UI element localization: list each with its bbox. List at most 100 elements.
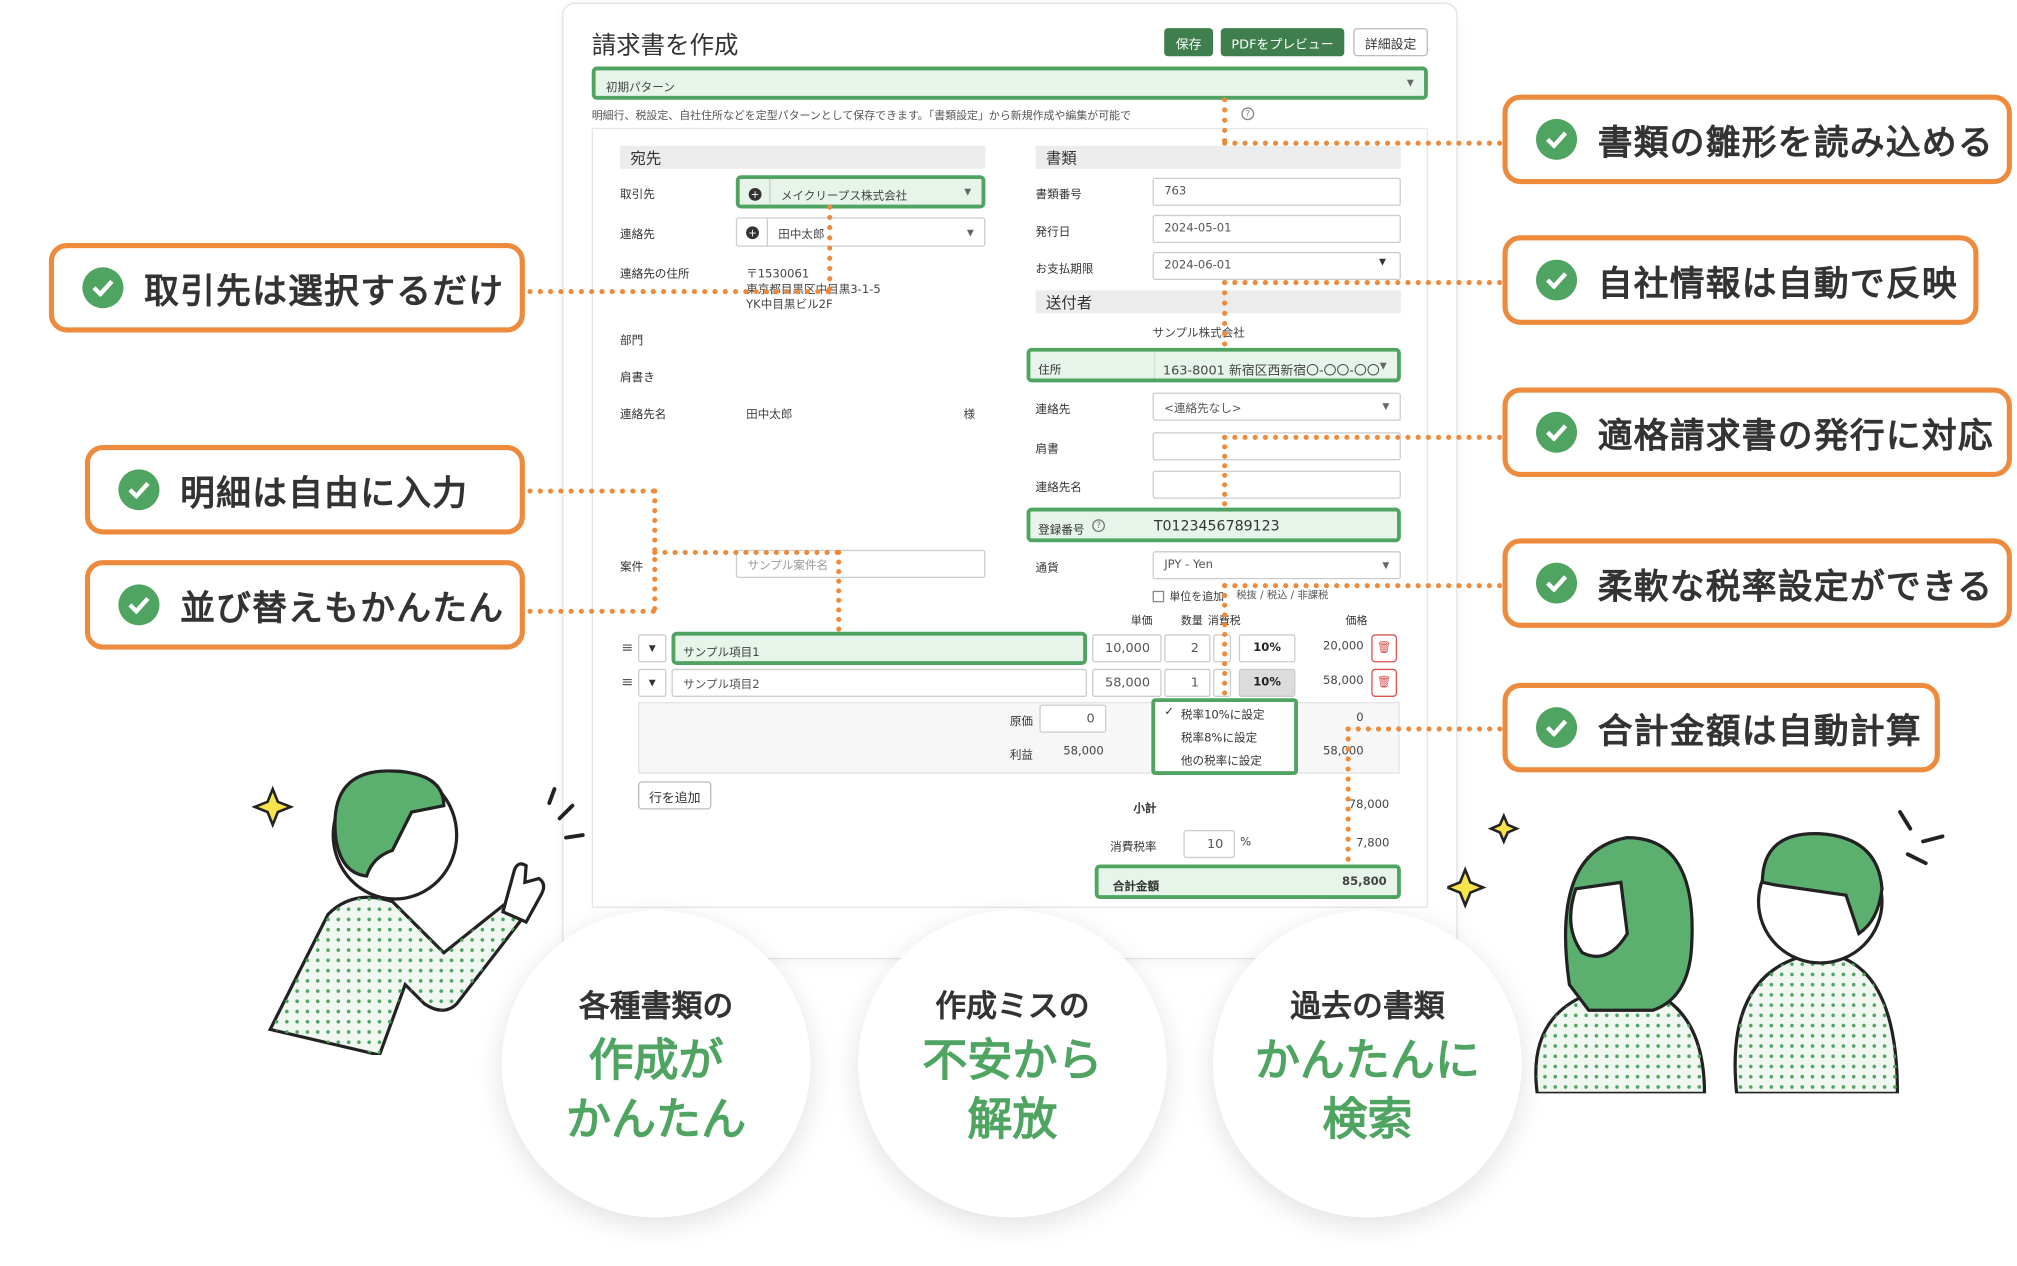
cost-input[interactable]: 0 xyxy=(1039,704,1107,733)
connector-line xyxy=(1222,97,1228,144)
item-unit-price[interactable]: 58,000 xyxy=(1092,668,1162,697)
tax-mode-text: 税抜 / 税込 / 非課税 xyxy=(1236,589,1329,602)
add-client-icon[interactable]: + xyxy=(748,187,762,201)
row-menu-button[interactable]: ▼ xyxy=(638,634,667,663)
pdf-preview-button[interactable]: PDFをプレビュー xyxy=(1220,28,1345,57)
sender-address-select[interactable]: 住所 163-8001 新宿区西新宿〇-〇〇-〇〇 ▼ xyxy=(1026,347,1401,383)
item-unit-price[interactable]: 10,000 xyxy=(1092,634,1162,663)
delete-row-icon[interactable]: 🗑 xyxy=(1371,668,1398,697)
callout-qualified-invoice: 適格請求書の発行に対応 xyxy=(1502,387,2012,477)
check-circle-icon xyxy=(1535,411,1578,453)
chevron-down-icon[interactable]: ▼ xyxy=(1379,257,1386,268)
callout-tax-rate: 柔軟な税率設定ができる xyxy=(1502,538,2012,628)
total-field: 合計金額 85,800 xyxy=(1094,864,1401,899)
add-row-button[interactable]: 行を追加 xyxy=(638,781,712,810)
subtotal-value: 78,000 xyxy=(1348,799,1390,813)
drag-handle-icon[interactable]: ≡ xyxy=(621,639,634,657)
sender-contact-select[interactable]: <連絡先なし> ▼ xyxy=(1152,392,1401,421)
item-price: 20,000 xyxy=(1323,640,1364,654)
check-circle-icon xyxy=(1535,118,1578,160)
chevron-down-icon: ▼ xyxy=(1379,359,1387,371)
tax-menu-item[interactable]: 他の税率に設定 xyxy=(1180,755,1262,768)
detail-right-value1: 0 xyxy=(1356,712,1364,726)
registration-value: T0123456789123 xyxy=(1153,517,1280,535)
chevron-down-icon: ▼ xyxy=(966,226,974,238)
person-pointing-illustration xyxy=(251,769,585,1056)
item-name-input[interactable]: サンプル項目1 xyxy=(671,631,1088,665)
add-contact-icon[interactable]: + xyxy=(746,226,759,240)
item-tax-select[interactable]: 10% xyxy=(1238,668,1296,697)
col-unit-price: 単価 xyxy=(1130,615,1153,628)
two-people-illustration xyxy=(1447,810,1945,1094)
unit-checkbox-label: 単位を追加 xyxy=(1169,590,1225,604)
connector-line xyxy=(1345,726,1351,862)
profit-label: 利益 xyxy=(1009,749,1033,763)
drag-handle-icon[interactable]: ≡ xyxy=(621,673,634,691)
doc-number-input[interactable]: 763 xyxy=(1152,177,1401,206)
check-circle-icon xyxy=(1535,707,1578,749)
item-name-input[interactable]: サンプル項目2 xyxy=(671,668,1088,697)
address-line1: 〒1530061 xyxy=(746,268,810,282)
chevron-down-icon: ▼ xyxy=(1382,560,1390,571)
connector-line xyxy=(1222,280,1503,286)
subtotal-label: 小計 xyxy=(1133,803,1157,816)
total-label: 合計金額 xyxy=(1112,881,1160,894)
save-button[interactable]: 保存 xyxy=(1164,28,1214,57)
issue-date-input[interactable]: 2024-05-01 xyxy=(1152,214,1401,243)
callout-company-info: 自社情報は自動で反映 xyxy=(1502,235,1979,325)
connector-line xyxy=(1222,434,1228,507)
currency-value: JPY - Yen xyxy=(1164,558,1213,572)
feature-circle: 過去の書類 かんたんに検索 xyxy=(1213,910,1522,1218)
col-price: 価格 xyxy=(1345,615,1368,628)
detail-right-value2: 58,000 xyxy=(1323,745,1364,759)
contact-value: 田中太郎 xyxy=(778,228,825,242)
feature-circle: 作成ミスの 不安から解放 xyxy=(858,910,1167,1218)
sender-company: サンプル株式会社 xyxy=(1152,327,1245,341)
cost-label: 原価 xyxy=(1009,716,1033,729)
tax-rate-label: 消費税率 xyxy=(1110,841,1157,855)
connector-line xyxy=(527,488,657,494)
sender-contact-name-label: 連絡先名 xyxy=(1035,482,1082,495)
invoice-form-card: 請求書を作成 保存 PDFをプレビュー 詳細設定 初期パターン ▼ 明細行、税設… xyxy=(562,2,1458,960)
delete-row-icon[interactable]: 🗑 xyxy=(1371,634,1398,663)
tax-value: 7,800 xyxy=(1356,837,1390,851)
registration-number-field[interactable]: 登録番号 ? T0123456789123 xyxy=(1026,507,1401,543)
connector-line xyxy=(1222,583,1228,696)
detail-settings-button[interactable]: 詳細設定 xyxy=(1353,28,1428,57)
connector-line xyxy=(1345,726,1503,732)
client-label: 取引先 xyxy=(620,189,655,203)
tax-menu-item[interactable]: 税率8%に設定 xyxy=(1180,732,1258,745)
contact-select[interactable]: + 田中太郎 ▼ xyxy=(735,217,986,247)
issue-date-label: 発行日 xyxy=(1035,226,1071,240)
item-price: 58,000 xyxy=(1323,675,1364,688)
check-circle-icon xyxy=(1535,562,1578,604)
due-date-input[interactable]: 2024-06-01 xyxy=(1152,251,1401,281)
item-qty[interactable]: 1 xyxy=(1164,668,1211,697)
check-circle-icon xyxy=(118,469,160,511)
sender-address-label: 住所 xyxy=(1038,364,1062,378)
callout-auto-total: 合計金額は自動計算 xyxy=(1502,682,1940,773)
item-tax-select[interactable]: 10% xyxy=(1238,634,1296,663)
pattern-value: 初期パターン xyxy=(605,81,675,95)
currency-select[interactable]: JPY - Yen ▼ xyxy=(1152,551,1401,580)
item-qty[interactable]: 2 xyxy=(1164,634,1211,663)
item-name: サンプル項目1 xyxy=(683,647,760,660)
row-menu-button[interactable]: ▼ xyxy=(638,668,667,697)
connector-line xyxy=(652,488,658,612)
form-panel xyxy=(591,127,1428,908)
unit-checkbox[interactable] xyxy=(1152,590,1165,603)
doc-number-label: 書類番号 xyxy=(1035,189,1082,203)
help-icon[interactable]: ? xyxy=(1092,519,1106,532)
col-qty: 数量 xyxy=(1180,615,1203,628)
subject-label: 案件 xyxy=(620,561,644,575)
pattern-help-text: 明細行、税設定、自社住所などを定型パターンとして保存できます。「書類設定」から新… xyxy=(591,109,1132,123)
feature-circle: 各種書類の 作成がかんたん xyxy=(501,910,811,1218)
contact-name-value: 田中太郎 xyxy=(746,409,793,423)
pattern-select[interactable]: 初期パターン ▼ xyxy=(591,66,1428,100)
tax-rate-input[interactable]: 10 xyxy=(1183,829,1235,859)
document-header: 書類 xyxy=(1035,145,1401,169)
help-icon[interactable]: ? xyxy=(1241,107,1255,121)
tax-menu-item[interactable]: ✓税率10%に設定 xyxy=(1164,705,1265,722)
sender-contact-name-input[interactable] xyxy=(1152,470,1401,499)
client-select[interactable]: + メイクリープス株式会社 ▼ xyxy=(735,175,986,209)
